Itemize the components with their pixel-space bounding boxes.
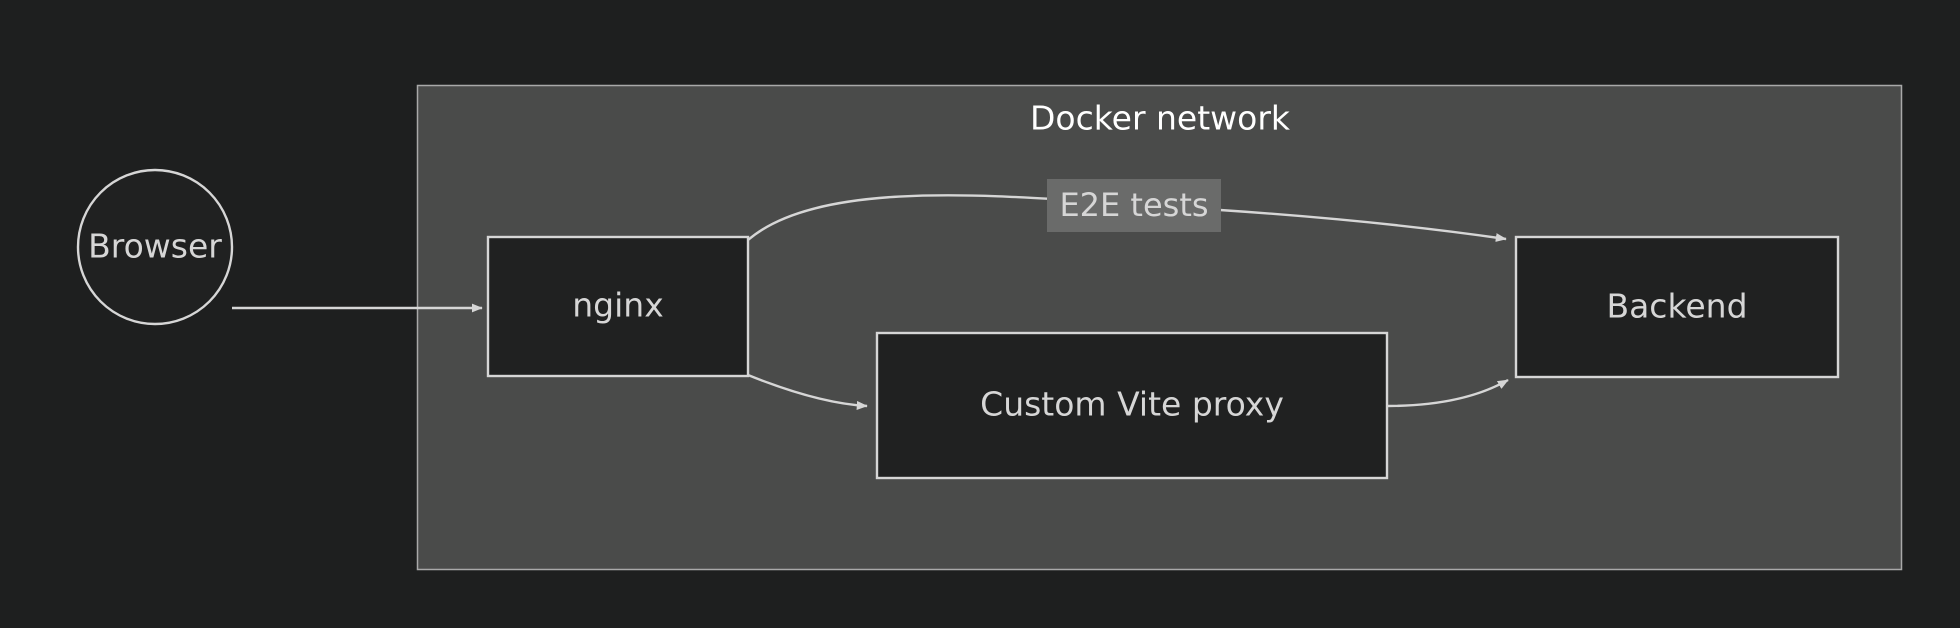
edge-label-background-e2e	[1047, 179, 1221, 232]
docker-network-title: Docker network	[1030, 99, 1291, 138]
backend-label: Backend	[1606, 287, 1747, 326]
node-nginx[interactable]: nginx	[486, 235, 750, 378]
node-backend[interactable]: Backend	[1514, 235, 1840, 379]
custom-vite-proxy-box	[875, 331, 1389, 480]
edge-line-nginx-vite	[747, 373, 868, 410]
edge-nginx-to-vite-proxy	[747, 373, 868, 410]
edge-nginx-to-backend: E2E tests	[747, 179, 1507, 242]
browser-circle	[76, 168, 234, 326]
nginx-label: nginx	[572, 286, 663, 325]
edge-vite-proxy-to-backend	[1386, 378, 1509, 408]
nginx-box	[486, 235, 750, 378]
edge-label-e2e-tests: E2E tests	[1059, 186, 1208, 224]
backend-box	[1514, 235, 1840, 379]
custom-vite-proxy-label: Custom Vite proxy	[980, 385, 1284, 424]
node-browser[interactable]: Browser	[76, 168, 234, 326]
edge-line-vite-backend	[1386, 378, 1509, 408]
node-custom-vite-proxy[interactable]: Custom Vite proxy	[875, 331, 1389, 480]
browser-label: Browser	[88, 227, 222, 266]
